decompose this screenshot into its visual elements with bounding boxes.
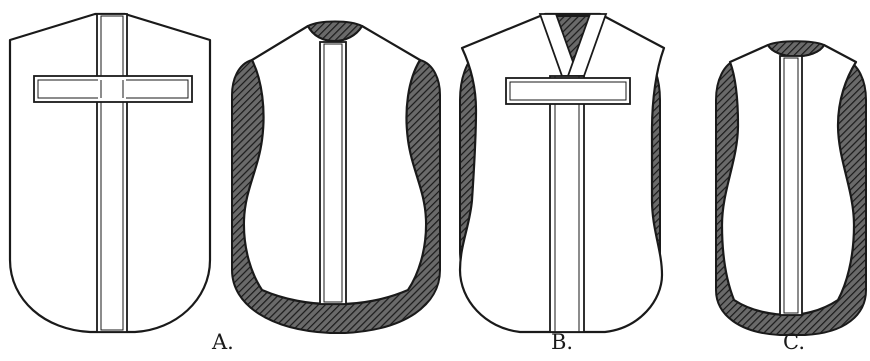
figure-label-a: A. (212, 332, 234, 353)
chasuble-tau-cross (460, 14, 664, 332)
figure-label-b: B. (551, 332, 573, 353)
chasuble-back-view-cross (10, 14, 210, 332)
chasuble-front-view-column (232, 22, 440, 334)
fiddleback-column-band (780, 56, 802, 315)
figure-label-c: C. (783, 332, 805, 353)
chasuble-fiddleback (716, 41, 866, 335)
